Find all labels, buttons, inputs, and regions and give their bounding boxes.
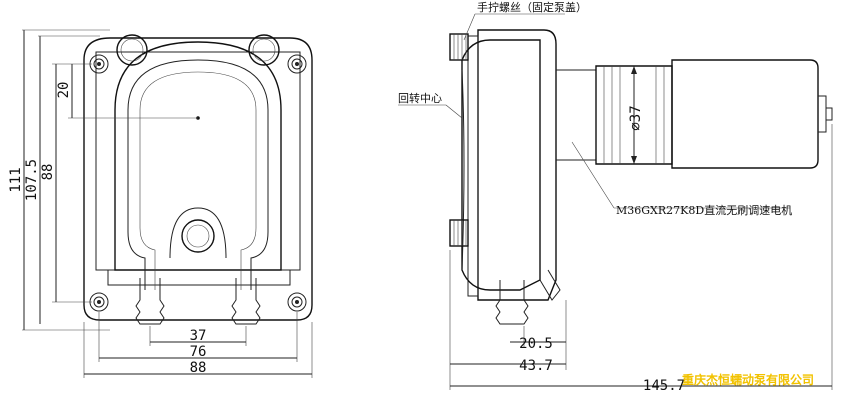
top-left-knob xyxy=(116,34,148,66)
front-vertical-dimensions xyxy=(22,29,198,331)
thumb-screw-top xyxy=(449,33,469,61)
motor-note: M36GXR27K8D直流无刷调速电机 xyxy=(616,203,792,217)
side-mount-plate xyxy=(477,29,557,301)
motor-end-cap xyxy=(818,95,827,133)
company-watermark: 重庆杰恒蠕动泵有限公司 xyxy=(682,372,814,387)
pump-depth-label: 43.7 xyxy=(519,358,553,374)
total-width-label: 88 xyxy=(190,360,207,376)
rotor-clamp xyxy=(169,207,227,259)
side-cover xyxy=(467,35,479,297)
diameter-dimension xyxy=(631,66,637,164)
port-spacing-label: 37 xyxy=(190,328,207,344)
lower-roller xyxy=(181,219,215,253)
head-depth-label: 20.5 xyxy=(519,336,553,352)
front-housing xyxy=(83,37,313,321)
total-length-label: 145.7 xyxy=(643,378,685,394)
mounting-height-label: 107.5 xyxy=(24,159,40,201)
thumb-screw-bottom xyxy=(449,219,469,247)
side-tube-connector xyxy=(495,280,529,325)
total-height-label: 111 xyxy=(8,167,24,192)
side-latch xyxy=(539,269,561,301)
tube-path xyxy=(127,59,269,290)
thumb-screw-note: 手拧螺丝（固定泵盖） xyxy=(477,0,587,14)
center-offset-label: 20 xyxy=(56,82,72,99)
side-horizontal-dimensions xyxy=(449,124,833,390)
motor-neck xyxy=(556,69,597,161)
front-inner-frame xyxy=(95,51,301,271)
side-pump-head xyxy=(461,39,541,291)
motor-body xyxy=(671,59,819,169)
motor-shaft xyxy=(826,107,833,121)
body-height-label: 88 xyxy=(40,164,56,181)
tube-connectors xyxy=(135,278,261,325)
front-horizontal-dimensions xyxy=(83,312,313,378)
rotor-diameter-label: ⌀37 xyxy=(628,105,644,130)
mounting-holes xyxy=(89,54,307,312)
hole-spacing-label: 76 xyxy=(190,344,207,360)
side-view: ⌀37 手拧螺丝（固定泵盖） 回转中心 M36GXR27K8D直流无刷调速电机 … xyxy=(398,0,833,394)
pump-head-cover xyxy=(114,41,282,271)
front-base-step xyxy=(107,270,291,286)
top-right-knob xyxy=(248,34,280,66)
front-view: 111 107.5 88 20 37 76 88 xyxy=(8,29,313,378)
rotation-center-note: 回转中心 xyxy=(398,91,442,105)
